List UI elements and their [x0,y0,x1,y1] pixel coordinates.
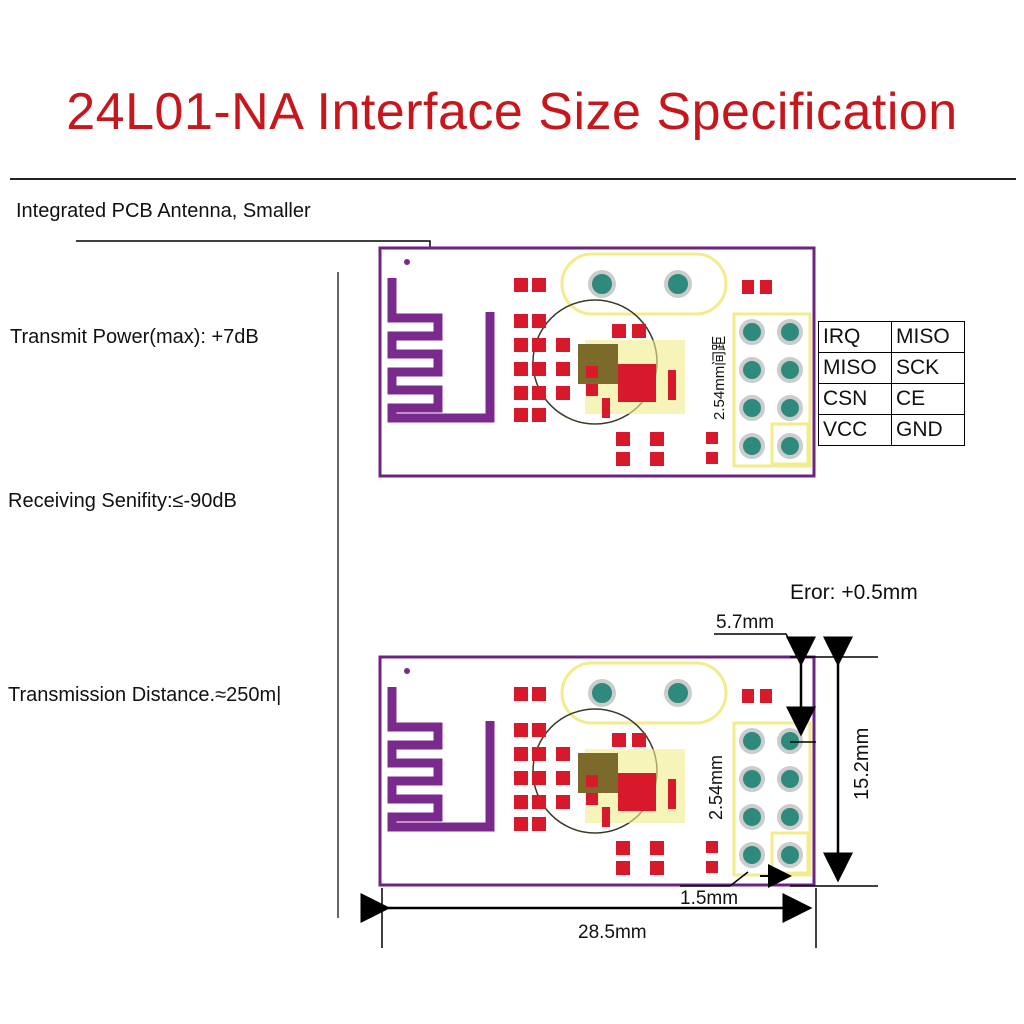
dim-5-7-label: 5.7mm [716,612,775,633]
bottom-module-board [378,655,816,887]
receiving-sensitivity-label: Receiving Senifity:≤-90dB [8,490,237,512]
pin-1-marker [770,422,810,466]
dim-width-label: 28.5mm [578,922,647,943]
pinout-row: VCC GND [818,414,965,446]
pin-label: MISO [818,352,892,384]
page-title: 24L01-NA Interface Size Specification [66,83,958,141]
dim-1-5-leader [680,871,749,887]
chip-main-pad [618,773,656,811]
pitch-label-top: 2.54mm间距 [711,336,728,420]
smd-pads [514,687,772,875]
antenna-feed-dot [404,259,410,265]
pinout-row: MISO SCK [818,352,965,384]
pcb-antenna-trace [387,278,495,423]
crystal-pin-2 [664,679,692,707]
error-tolerance-label: Eror: +0.5mm [790,581,918,604]
header-pins [739,728,803,868]
pin-label: CSN [818,383,892,415]
pcb-antenna-trace [387,687,495,832]
pin-label: CE [891,383,965,415]
transmission-distance-label: Transmission Distance.≈250m| [8,684,282,706]
dim-1-5-label: 1.5mm [680,888,739,909]
pin-header-outline [732,312,812,468]
crystal-pin-1 [588,270,616,298]
pin-label: MISO [891,321,965,353]
pin-label: SCK [891,352,965,384]
crystal-outline [560,252,728,316]
pinout-row: IRQ MISO [818,321,965,353]
dim-pitch-label: 2.54mm [706,755,726,820]
pin-label: GND [891,414,965,446]
dim-5-7-leader [714,633,802,661]
dim-height-label: 15.2mm [851,728,873,800]
crystal-pin-2 [664,270,692,298]
crystal-pin-1 [588,679,616,707]
title-divider [10,178,1016,180]
header-pins [739,319,803,459]
pinout-row: CSN CE [818,383,965,415]
top-module-board: 2.54mm间距 [378,246,816,478]
pinout-table: IRQ MISO MISO SCK CSN CE VCC GND [818,321,965,446]
antenna-label: Integrated PCB Antenna, Smaller [16,200,311,222]
pin-label: VCC [818,414,892,446]
smd-pads [514,278,772,466]
chip-main-pad [618,364,656,402]
crystal-outline [560,661,728,725]
pin-label: IRQ [818,321,892,353]
transmit-power-label: Transmit Power(max): +7dB [10,326,259,348]
antenna-leader-line [76,240,431,380]
